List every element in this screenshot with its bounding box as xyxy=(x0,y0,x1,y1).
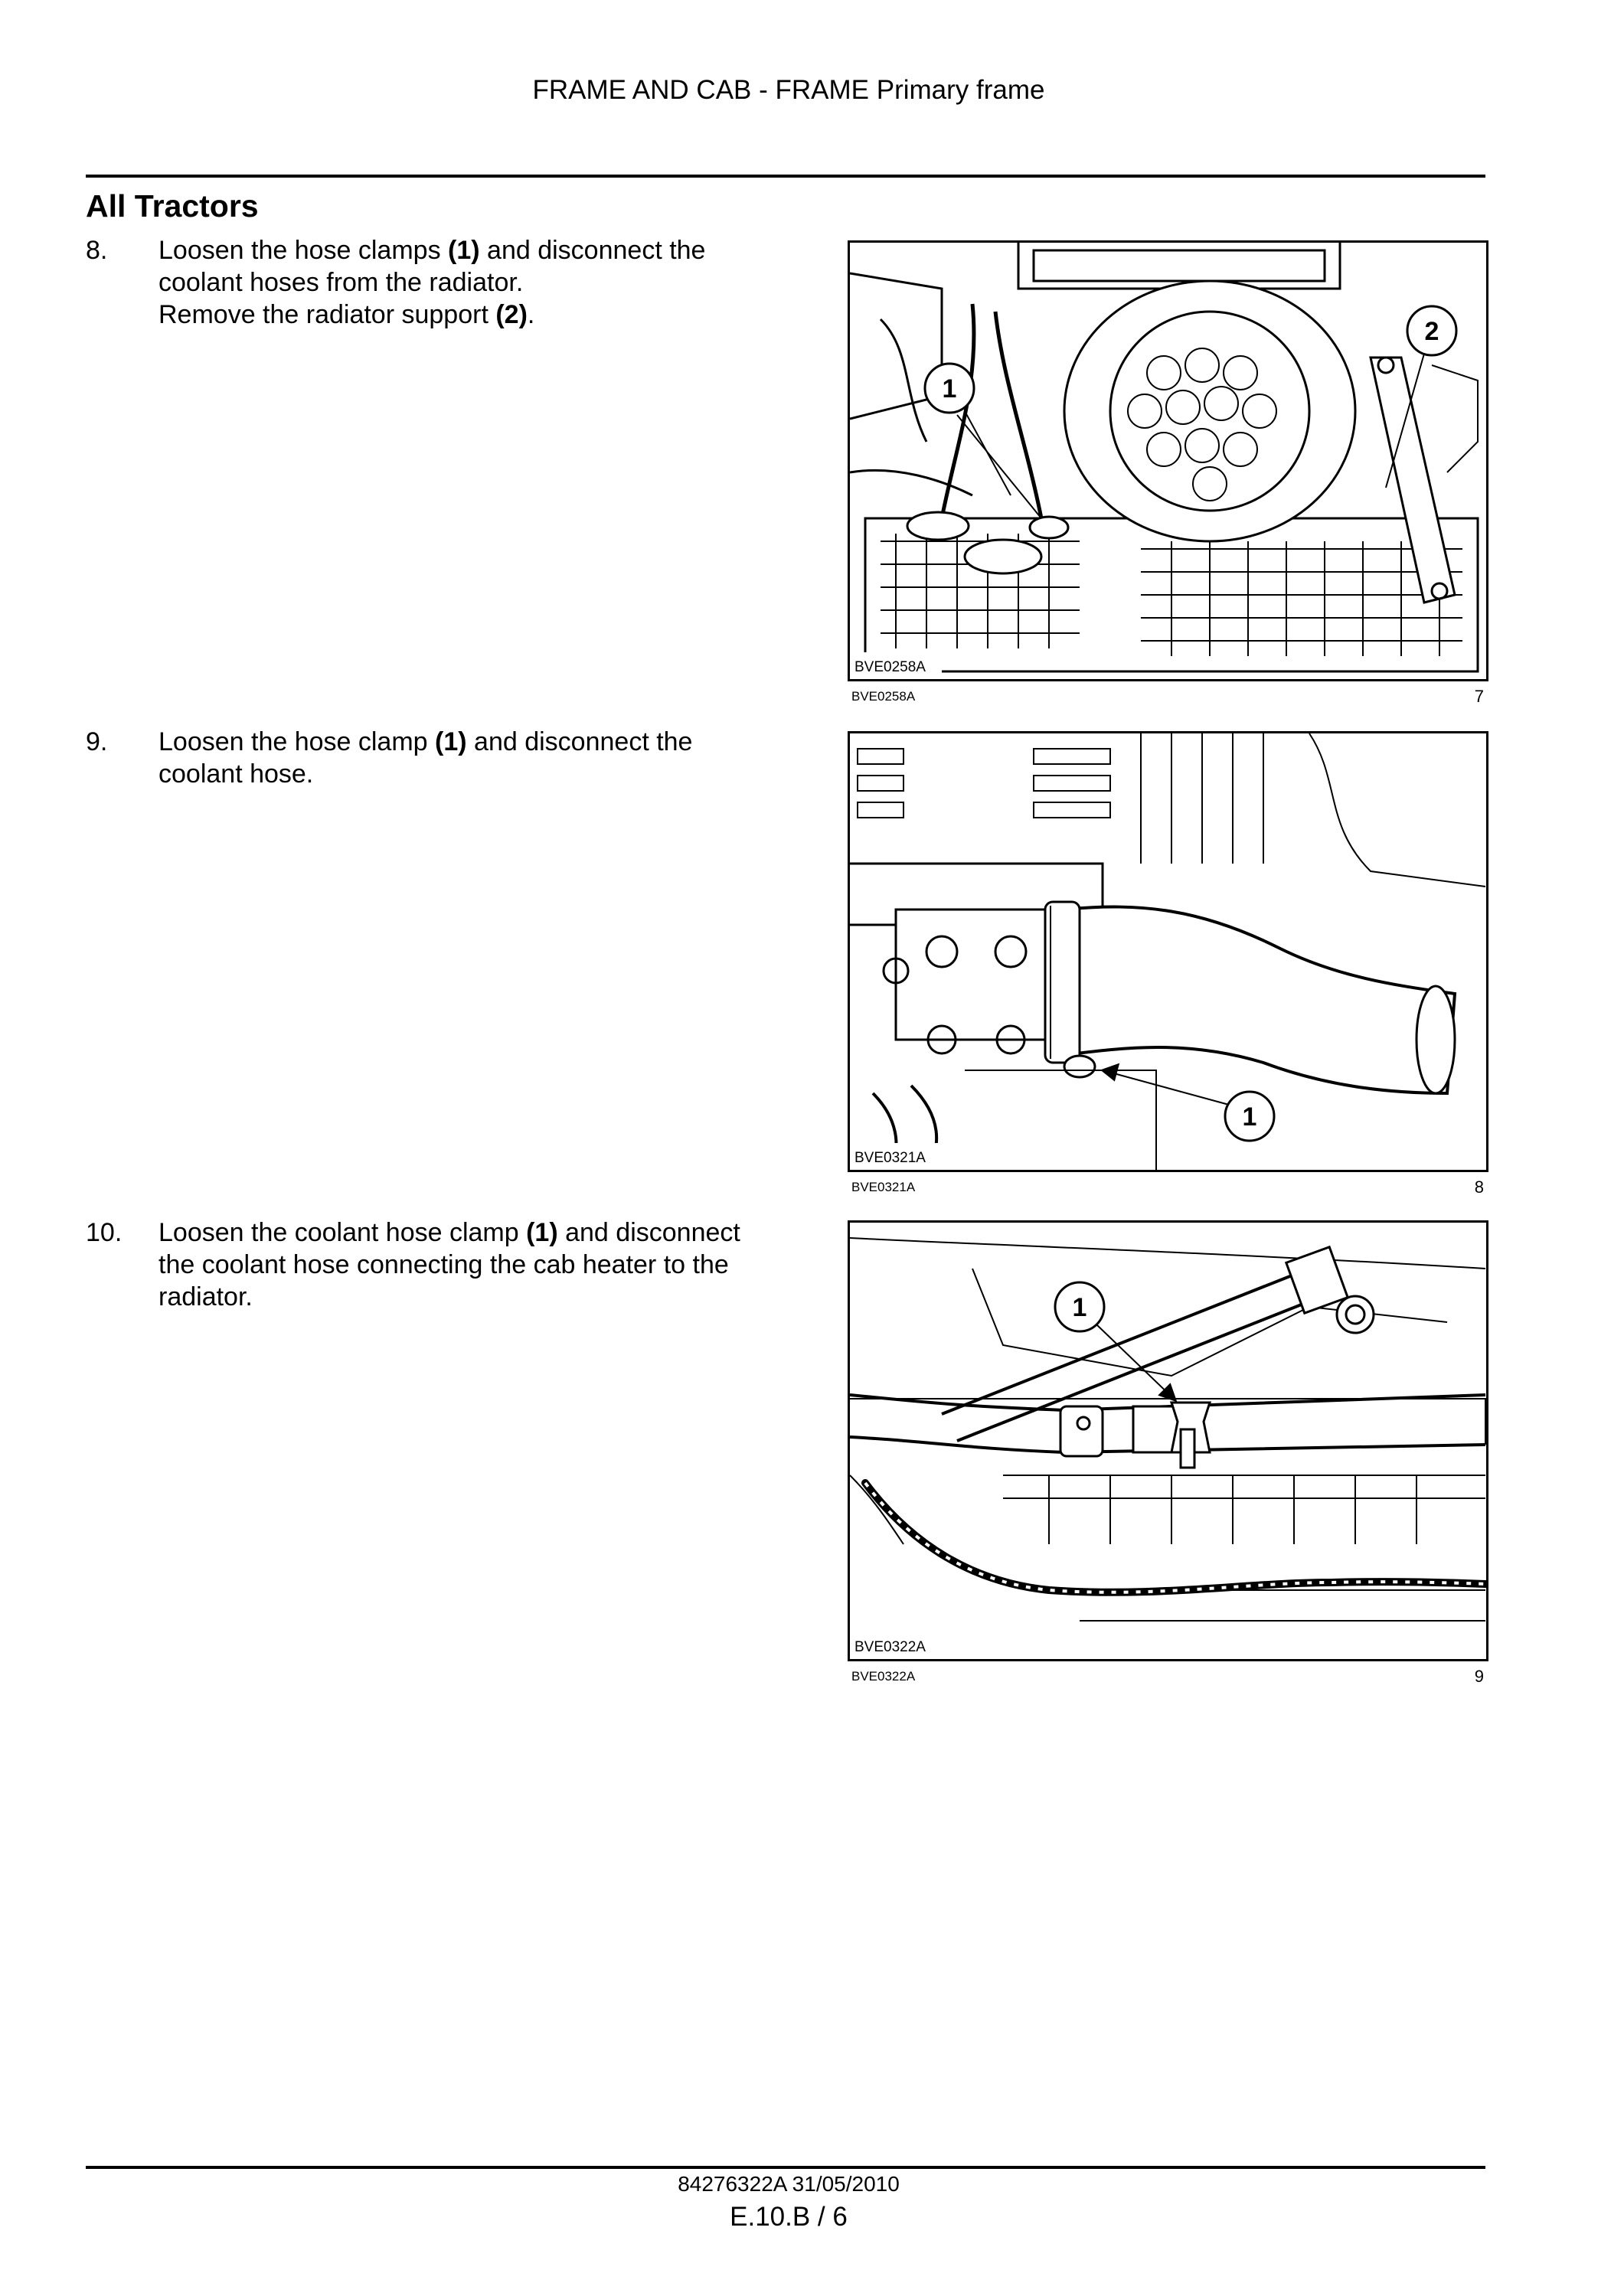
figure-bve0258a: 1 2 BVE0258A xyxy=(848,240,1488,681)
figure-bve0321a: 1 BVE0321A xyxy=(848,731,1488,1172)
callout-reference: (1) xyxy=(435,727,467,756)
figure-code: BVE0322A xyxy=(854,1639,926,1655)
figure-caption-code: BVE0322A xyxy=(851,1669,916,1684)
callout-label: 1 xyxy=(943,374,957,403)
figure-number: 7 xyxy=(1474,687,1484,706)
step-line: coolant hoses from the radiator. xyxy=(158,268,524,297)
step-8: 8. Loosen the hose clamps (1) and discon… xyxy=(86,234,790,331)
header-rule xyxy=(86,175,1485,178)
footer-doc-ref: 84276322A 31/05/2010 xyxy=(678,2172,900,2196)
step-text: Loosen the coolant hose clamp (1) and di… xyxy=(158,1217,790,1313)
step-line: the coolant hose connecting the cab heat… xyxy=(158,1250,729,1279)
step-text: Loosen the hose clamp (1) and disconnect… xyxy=(158,726,790,790)
step-number: 9. xyxy=(86,727,108,756)
step-line: Remove the radiator support (2). xyxy=(158,300,535,329)
figure-number: 8 xyxy=(1474,1177,1484,1197)
step-line: Loosen the hose clamps (1) and disconnec… xyxy=(158,236,706,265)
callout-label: 2 xyxy=(1425,317,1439,346)
section-title: All Tractors xyxy=(86,188,259,224)
figure-number: 9 xyxy=(1474,1667,1484,1686)
footer-page-number: E.10.B / 6 xyxy=(730,2202,848,2232)
figure-caption-code: BVE0321A xyxy=(851,1180,916,1194)
footer-rule xyxy=(86,2166,1485,2169)
step-line: Loosen the coolant hose clamp (1) and di… xyxy=(158,1218,740,1247)
figure-code: BVE0321A xyxy=(854,1150,926,1166)
figure-code: BVE0258A xyxy=(854,659,926,675)
callout-reference: (1) xyxy=(526,1218,558,1247)
step-line: radiator. xyxy=(158,1282,253,1311)
figure-bve0322a: 1 BVE0322A xyxy=(848,1220,1488,1661)
step-line: Loosen the hose clamp (1) and disconnect… xyxy=(158,727,693,756)
step-number: 10. xyxy=(86,1218,123,1247)
coolant-hose-illustration: 1 BVE0321A xyxy=(850,733,1486,1170)
cab-heater-hose-illustration: 1 BVE0322A xyxy=(850,1237,1486,1659)
step-line: coolant hose. xyxy=(158,759,314,789)
step-text: Loosen the hose clamps (1) and disconnec… xyxy=(158,234,790,331)
step-10: 10. Loosen the coolant hose clamp (1) an… xyxy=(86,1217,790,1313)
callout-reference: (1) xyxy=(448,236,480,265)
callout-label: 1 xyxy=(1243,1102,1257,1132)
radiator-illustration: 1 2 BVE0258A xyxy=(850,243,1479,679)
step-9: 9. Loosen the hose clamp (1) and disconn… xyxy=(86,726,790,790)
step-number: 8. xyxy=(86,236,108,265)
callout-label: 1 xyxy=(1073,1293,1087,1322)
callout-reference: (2) xyxy=(495,300,528,329)
running-header: FRAME AND CAB - FRAME Primary frame xyxy=(532,75,1045,105)
figure-caption-code: BVE0258A xyxy=(851,689,916,704)
